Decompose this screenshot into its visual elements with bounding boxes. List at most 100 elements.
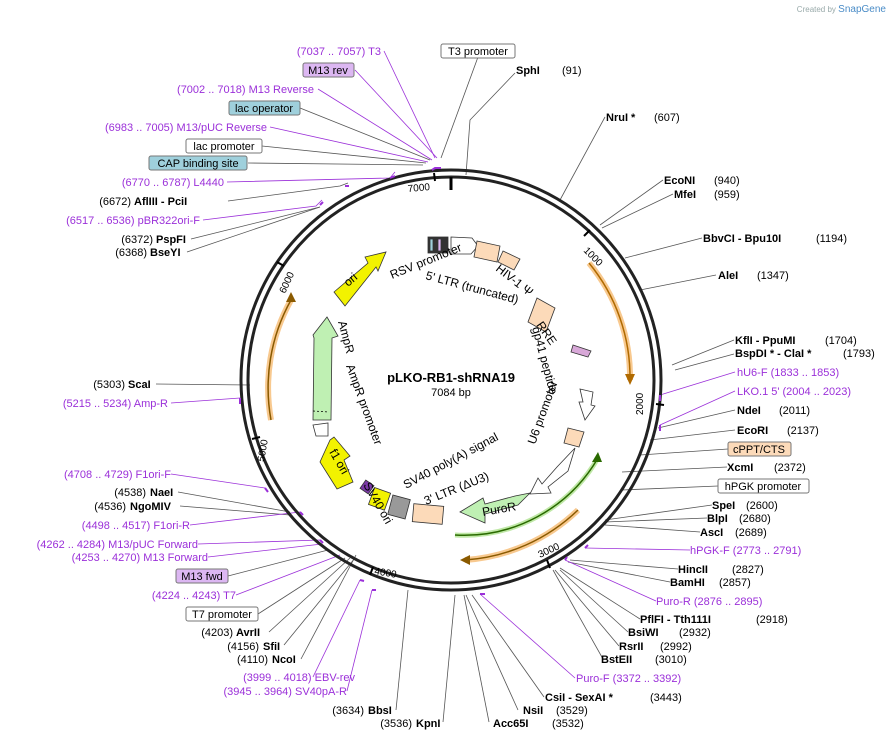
feature-box-cap-binding-site: CAP binding site: [157, 158, 238, 170]
tick-5000: 5000: [256, 438, 271, 462]
enzyme-pflfi-pos: (2918): [756, 614, 788, 626]
enzyme-sfii-pos: (4156): [227, 641, 259, 653]
enzyme-afliii-pos: (6672): [99, 196, 131, 208]
primer-label-hu6-f: hU6-F (1833 .. 1853): [737, 367, 839, 379]
lac-operator-box: [228, 100, 301, 116]
enzyme-mfei: MfeI: [674, 189, 696, 201]
enzyme-alei: AleI: [718, 270, 738, 282]
feature-ampr: AmpR: [335, 319, 357, 355]
outside-labels: (7037 .. 7057) T3 M13 rev T3 promoter Sp…: [37, 43, 875, 730]
enzyme-nsii: NsiI: [523, 705, 543, 717]
tick-6000: 6000: [278, 270, 298, 295]
enzyme-bamhi: BamHI: [670, 577, 705, 589]
primer-label-lko1: LKO.1 5' (2004 .. 2023): [737, 386, 851, 398]
snapgene-logo-text: SnapGene: [838, 4, 886, 15]
snapgene-credit: Created by SnapGene: [797, 4, 886, 15]
enzyme-xcmi: XcmI: [727, 462, 753, 474]
enzyme-sphi: SphI: [516, 65, 540, 77]
enzyme-ncoi: NcoI: [272, 654, 296, 666]
enzyme-asci: AscI: [700, 527, 723, 539]
primer-label-sv40pa-r: (3945 .. 3964) SV40pA-R: [223, 686, 347, 698]
enzyme-econi-pos: (940): [714, 175, 740, 187]
enzyme-mfei-pos: (959): [714, 189, 740, 201]
enzyme-ndei-pos: (2011): [779, 405, 810, 417]
enzyme-pflfi: PflFI - Tth111I: [640, 614, 711, 626]
primer-label-f1ori-r: (4498 .. 4517) F1ori-R: [82, 520, 190, 532]
m13-rev-box: [302, 62, 355, 78]
t7-promoter-box: [185, 606, 259, 622]
enzyme-rsrii-pos: (2992): [660, 641, 692, 653]
feature-box-cppt-cts: cPPT/CTS: [733, 444, 785, 456]
primer-label-pbr322ori-f: (6517 .. 6536) pBR322ori-F: [66, 215, 200, 227]
feature-box-lac-operator: lac operator: [235, 103, 293, 115]
primer-label-m13puc-forward: (4262 .. 4284) M13/pUC Forward: [37, 539, 198, 551]
enzyme-avrii: AvrII: [236, 627, 260, 639]
primer-label-m13-reverse: (7002 .. 7018) M13 Reverse: [177, 84, 314, 96]
enzyme-bsteii-pos: (3010): [655, 654, 687, 666]
enzyme-pspfi-pos: (6372): [121, 234, 153, 246]
enzyme-bseyi: BseYI: [150, 247, 181, 259]
enzyme-bbvci-pos: (1194): [816, 233, 847, 245]
enzyme-csii-pos: (3443): [650, 692, 682, 704]
enzyme-ndei: NdeI: [737, 405, 761, 417]
enzyme-ngomiv-pos: (4536): [94, 501, 126, 513]
enzyme-ecori-pos: (2137): [787, 425, 819, 437]
primer-label-t3: (7037 .. 7057) T3: [297, 46, 381, 58]
enzyme-blpi: BlpI: [707, 513, 728, 525]
enzyme-kpni-pos: (3536): [380, 718, 412, 730]
enzyme-ncoi-pos: (4110): [237, 654, 268, 666]
enzyme-ecori: EcoRI: [737, 425, 768, 437]
enzyme-naei: NaeI: [150, 487, 173, 499]
enzyme-alei-pos: (1347): [757, 270, 789, 282]
enzyme-xcmi-pos: (2372): [774, 462, 806, 474]
inner-features: [312, 236, 596, 525]
lac-promoter-box: [185, 138, 263, 154]
feature-u6-promoter: U6 promoter: [525, 379, 561, 446]
enzyme-bsiwi: BsiWI: [628, 627, 659, 639]
feature-box-t3-promoter: T3 promoter: [448, 46, 508, 58]
enzyme-bbsi-pos: (3634): [332, 705, 364, 717]
enzyme-bspdi: BspDI * - ClaI *: [735, 348, 812, 360]
cap-site-box: [148, 155, 248, 171]
enzyme-kfli-pos: (1704): [825, 335, 857, 347]
feature-box-lac-promoter: lac promoter: [193, 141, 254, 153]
enzyme-avrii-pos: (4203): [201, 627, 233, 639]
enzyme-acc65i: Acc65I: [493, 718, 528, 730]
enzyme-csii: CsiI - SexAI *: [545, 692, 614, 704]
primer-label-t7: (4224 .. 4243) T7: [152, 590, 236, 602]
primer-marks: [239, 167, 661, 595]
enzyme-nrui: NruI *: [606, 112, 636, 124]
m13-fwd-box: [175, 568, 229, 584]
enzyme-spei: SpeI: [712, 500, 735, 512]
feature-box-hpgk-promoter: hPGK promoter: [725, 481, 802, 493]
enzyme-scai: ScaI: [128, 379, 151, 391]
tick-marks: [251, 172, 665, 576]
feature-box-t7-promoter: T7 promoter: [192, 609, 252, 621]
enzyme-bsteii: BstEII: [601, 654, 632, 666]
enzyme-econi: EcoNI: [664, 175, 695, 187]
plasmid-length: 7084 bp: [431, 387, 471, 399]
primer-label-m13-forward: (4253 .. 4270) M13 Forward: [72, 552, 208, 564]
enzyme-naei-pos: (4538): [114, 487, 146, 499]
feature-ampr-promoter: AmpR promoter: [343, 362, 385, 446]
leader-lines: [155, 50, 736, 723]
feature-box-m13-rev: M13 rev: [308, 65, 348, 77]
enzyme-scai-pos: (5303): [93, 379, 125, 391]
feature-puror: PuroR: [481, 499, 517, 519]
primer-label-hpgk-f: hPGK-F (2773 .. 2791): [690, 545, 801, 557]
feature-sv40-ori: SV40 ori: [360, 480, 395, 527]
enzyme-bsiwi-pos: (2932): [679, 627, 711, 639]
enzyme-bseyi-pos: (6368): [115, 247, 147, 259]
enzyme-kfli: KflI - PpuMI: [735, 335, 796, 347]
enzyme-ngomiv: NgoMIV: [130, 501, 172, 513]
primer-label-ebv-rev: (3999 .. 4018) EBV-rev: [243, 672, 355, 684]
enzyme-bspdi-pos: (1793): [843, 348, 875, 360]
enzyme-rsrii: RsrII: [619, 641, 643, 653]
enzyme-bbsi: BbsI: [368, 705, 392, 717]
enzyme-nsii-pos: (3529): [556, 705, 588, 717]
enzyme-asci-pos: (2689): [735, 527, 767, 539]
plasmid-name: pLKO-RB1-shRNA19: [387, 370, 515, 385]
tick-4000: 4000: [373, 566, 397, 581]
enzyme-spei-pos: (2600): [746, 500, 778, 512]
enzyme-pspfi: PspFI: [156, 234, 186, 246]
